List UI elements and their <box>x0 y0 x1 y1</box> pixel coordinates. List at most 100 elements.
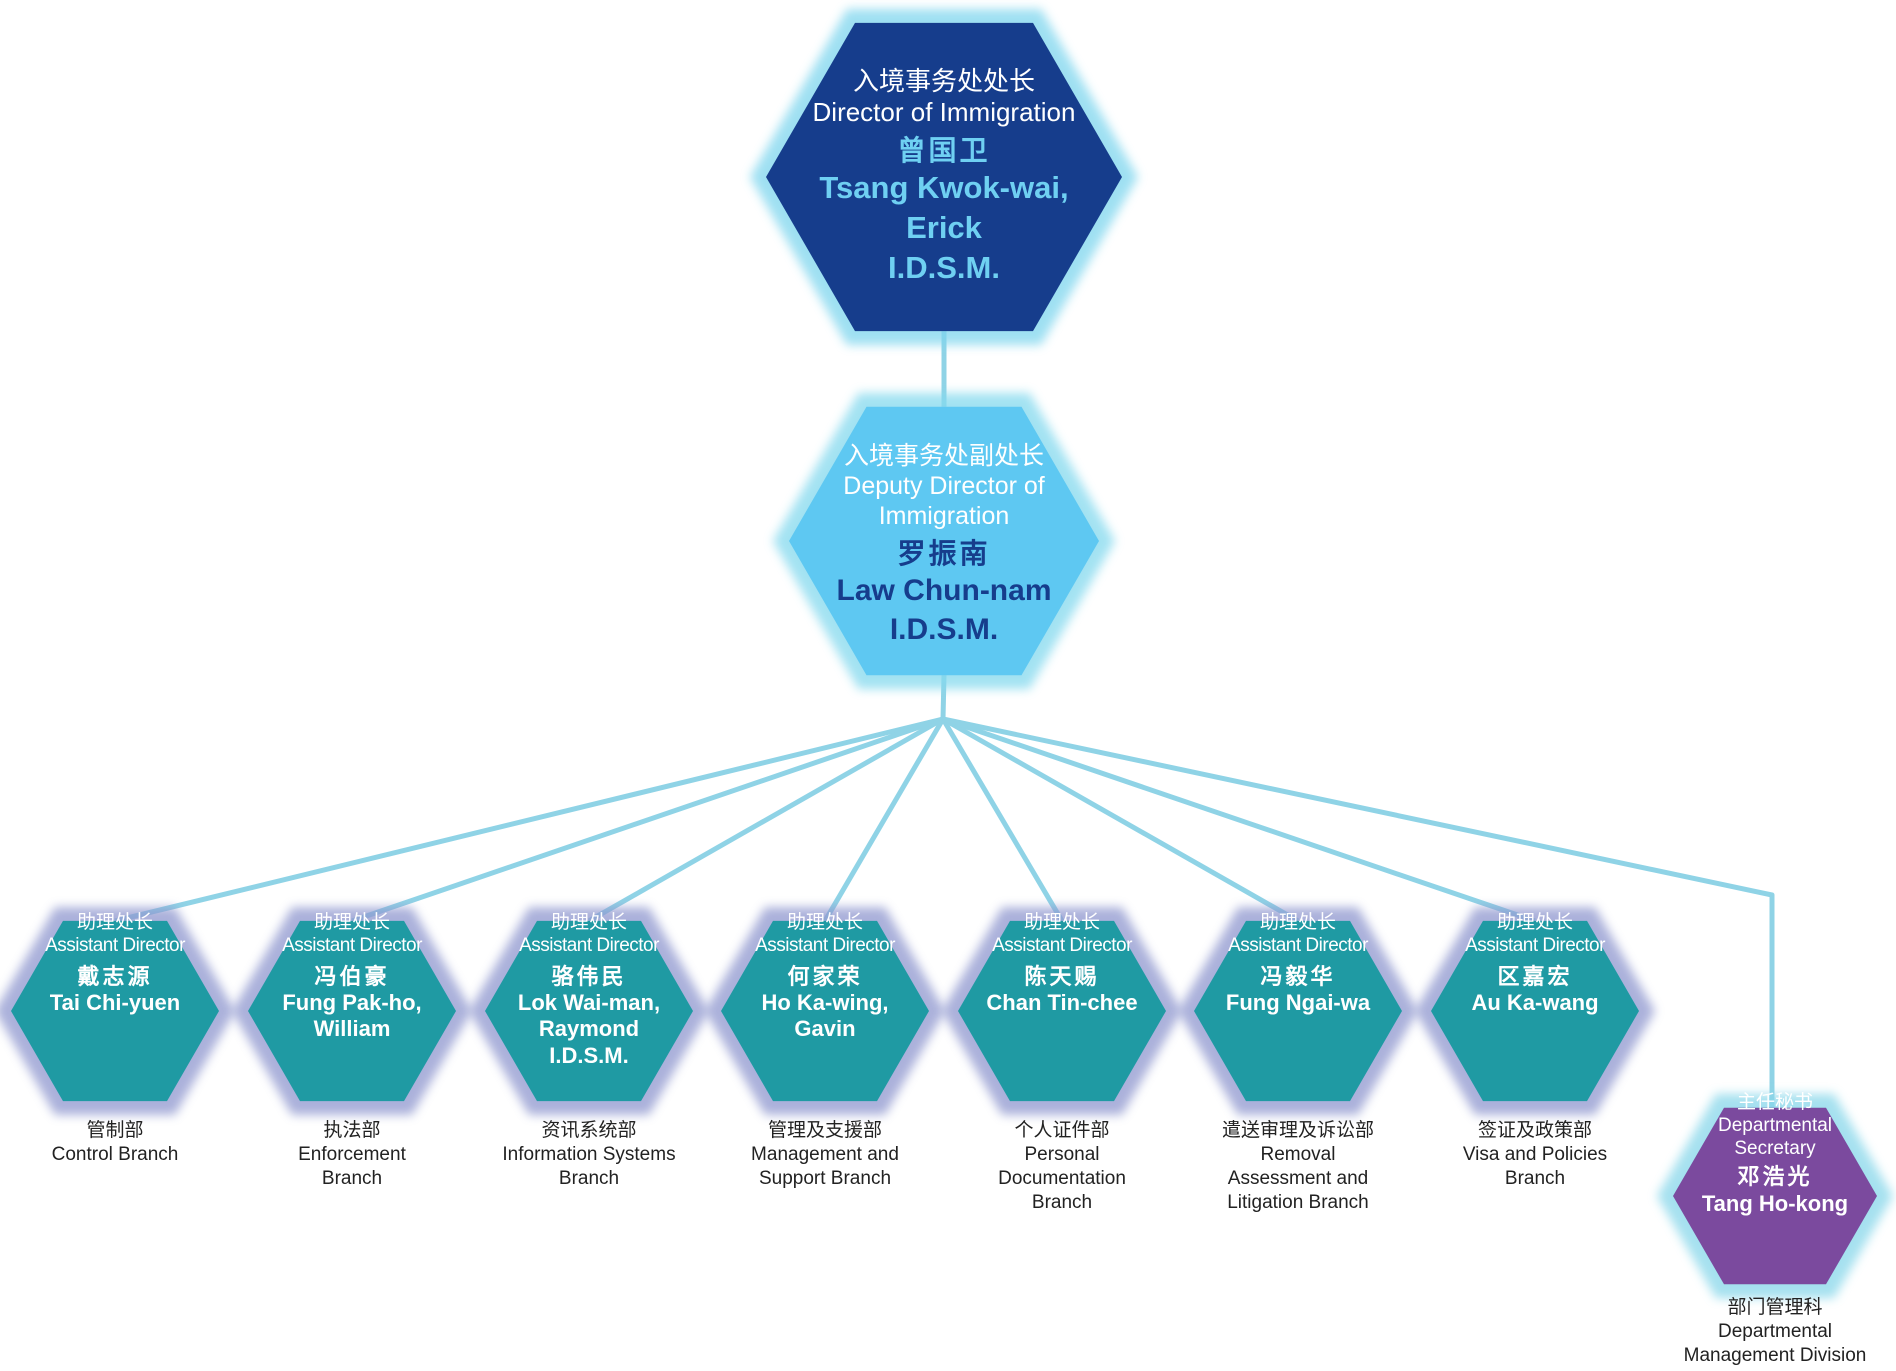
branch-label-line: Documentation <box>998 1168 1126 1190</box>
director-name-en-line: I.D.S.M. <box>888 250 1000 286</box>
assistant-name-en-line: William <box>313 1016 391 1042</box>
branch-label-line: Branch <box>1504 1168 1566 1190</box>
secretary-title-en-line: Secretary <box>1734 1137 1816 1159</box>
assistant-hexagon-7-fill <box>1431 920 1639 1102</box>
assistant-title-cn: 助理处长 <box>76 912 153 933</box>
deputy-title-cn: 入境事务处副处长 <box>843 442 1044 471</box>
branch-label-line: Enforcement <box>298 1144 406 1166</box>
connector-hub-assistant-5 <box>940 717 1065 923</box>
secretary-title-en-line: Departmental <box>1717 1114 1833 1136</box>
assistant-name-en-line: Fung Ngai-wa <box>1225 989 1371 1015</box>
assistant-name-cn: 陈天赐 <box>1024 963 1100 989</box>
director-hexagon <box>750 9 1138 345</box>
assistant-title-en: Assistant Director <box>992 934 1132 956</box>
deputy-hexagon <box>773 392 1115 690</box>
assistant-title-en: Assistant Director <box>282 934 422 956</box>
director-name-en-line: Tsang Kwok-wai, <box>819 169 1069 205</box>
assistant-hexagon-1-fill <box>11 920 219 1102</box>
director-name-cn: 曾国卫 <box>897 134 991 166</box>
assistant-hexagon-6 <box>1178 907 1418 1115</box>
assistant-title-cn: 助理处长 <box>1259 912 1336 933</box>
connector-hub-secretary <box>942 716 1775 1108</box>
assistant-name-en-line: Tai Chi-yuen <box>49 989 181 1015</box>
branch-label-line: Assessment and <box>1227 1168 1369 1190</box>
assistant-hexagon-1 <box>0 907 235 1115</box>
assistant-title-en: Assistant Director <box>519 934 659 956</box>
assistant-name-cn: 冯毅华 <box>1260 963 1336 989</box>
secretary-title-cn: 主任秘书 <box>1736 1092 1813 1113</box>
assistant-name-en-line: Gavin <box>794 1016 856 1042</box>
assistant-name-cn: 区嘉宏 <box>1497 963 1573 989</box>
branch-label-line: Litigation Branch <box>1227 1192 1369 1214</box>
deputy-title-en-line: Deputy Director of <box>843 472 1045 501</box>
branch-label-line: 签证及政策部 <box>1477 1120 1592 1141</box>
assistant-hexagon-3-fill <box>485 920 693 1102</box>
branch-label-line: Personal <box>1024 1144 1100 1166</box>
connector-hub-assistant-3 <box>587 716 945 924</box>
branch-label-line: Management and <box>751 1144 899 1166</box>
branch-label-line: 遣送审理及诉讼部 <box>1221 1120 1374 1141</box>
deputy-hexagon-fill <box>789 406 1099 676</box>
branch-label-line: Visa and Policies <box>1462 1144 1608 1166</box>
assistant-name-cn: 何家荣 <box>787 963 863 989</box>
branch-label-line: 资讯系统部 <box>541 1120 637 1141</box>
assistant-name-cn: 骆伟民 <box>551 963 627 989</box>
assistant-hexagon-4 <box>705 907 945 1115</box>
connector-hub-assistant-4 <box>822 717 946 923</box>
assistant-title-cn: 助理处长 <box>1496 912 1573 933</box>
assistant-hexagon-2-fill <box>248 920 456 1102</box>
secretary-name-en: Tang Ho-kong <box>1701 1190 1849 1216</box>
assistant-hexagon-7 <box>1415 907 1655 1115</box>
division-label-line: Departmental <box>1717 1321 1833 1343</box>
division-label-line: Management Division <box>1683 1345 1867 1367</box>
director-title-cn: 入境事务处处长 <box>852 65 1035 96</box>
director-title-en: Director of Immigration <box>812 96 1076 127</box>
assistant-name-en-line: I.D.S.M. <box>549 1042 629 1068</box>
assistant-name-en-line: Au Ka-wang <box>1471 989 1599 1015</box>
deputy-name-cn: 罗振南 <box>897 538 991 570</box>
branch-label-line: 执法部 <box>323 1120 381 1141</box>
assistant-title-en: Assistant Director <box>1228 934 1368 956</box>
branch-label-line: Removal <box>1260 1144 1336 1166</box>
secretary-name-cn: 邓浩光 <box>1737 1164 1813 1190</box>
assistant-hexagon-2 <box>232 907 472 1115</box>
secretary-hexagon-fill <box>1673 1107 1877 1285</box>
deputy-name-en-line: I.D.S.M. <box>889 612 999 646</box>
division-label-line: 部门管理科 <box>1727 1297 1823 1318</box>
deputy-name-en-line: Law Chun-nam <box>836 573 1052 607</box>
assistant-title-cn: 助理处长 <box>786 912 863 933</box>
assistant-name-en-line: Fung Pak-ho, <box>282 989 422 1015</box>
branch-label-line: 管理及支援部 <box>767 1120 882 1141</box>
branch-label-line: Branch <box>558 1168 620 1190</box>
deputy-title-en-line: Immigration <box>878 502 1010 531</box>
assistant-hexagon-5-fill <box>958 920 1166 1102</box>
assistant-name-cn: 戴志源 <box>77 963 153 989</box>
hexagon-nodes <box>0 9 1893 1299</box>
assistant-title-cn: 助理处长 <box>1023 912 1100 933</box>
branch-label-line: 个人证件部 <box>1014 1120 1110 1141</box>
secretary-hexagon <box>1657 1093 1893 1299</box>
assistant-hexagon-4-fill <box>721 920 929 1102</box>
assistant-hexagon-6-fill <box>1194 920 1402 1102</box>
assistant-name-en-line: Chan Tin-chee <box>986 989 1138 1015</box>
director-hexagon-fill <box>766 22 1122 332</box>
assistant-title-cn: 助理处长 <box>313 912 390 933</box>
assistant-title-cn: 助理处长 <box>550 912 627 933</box>
